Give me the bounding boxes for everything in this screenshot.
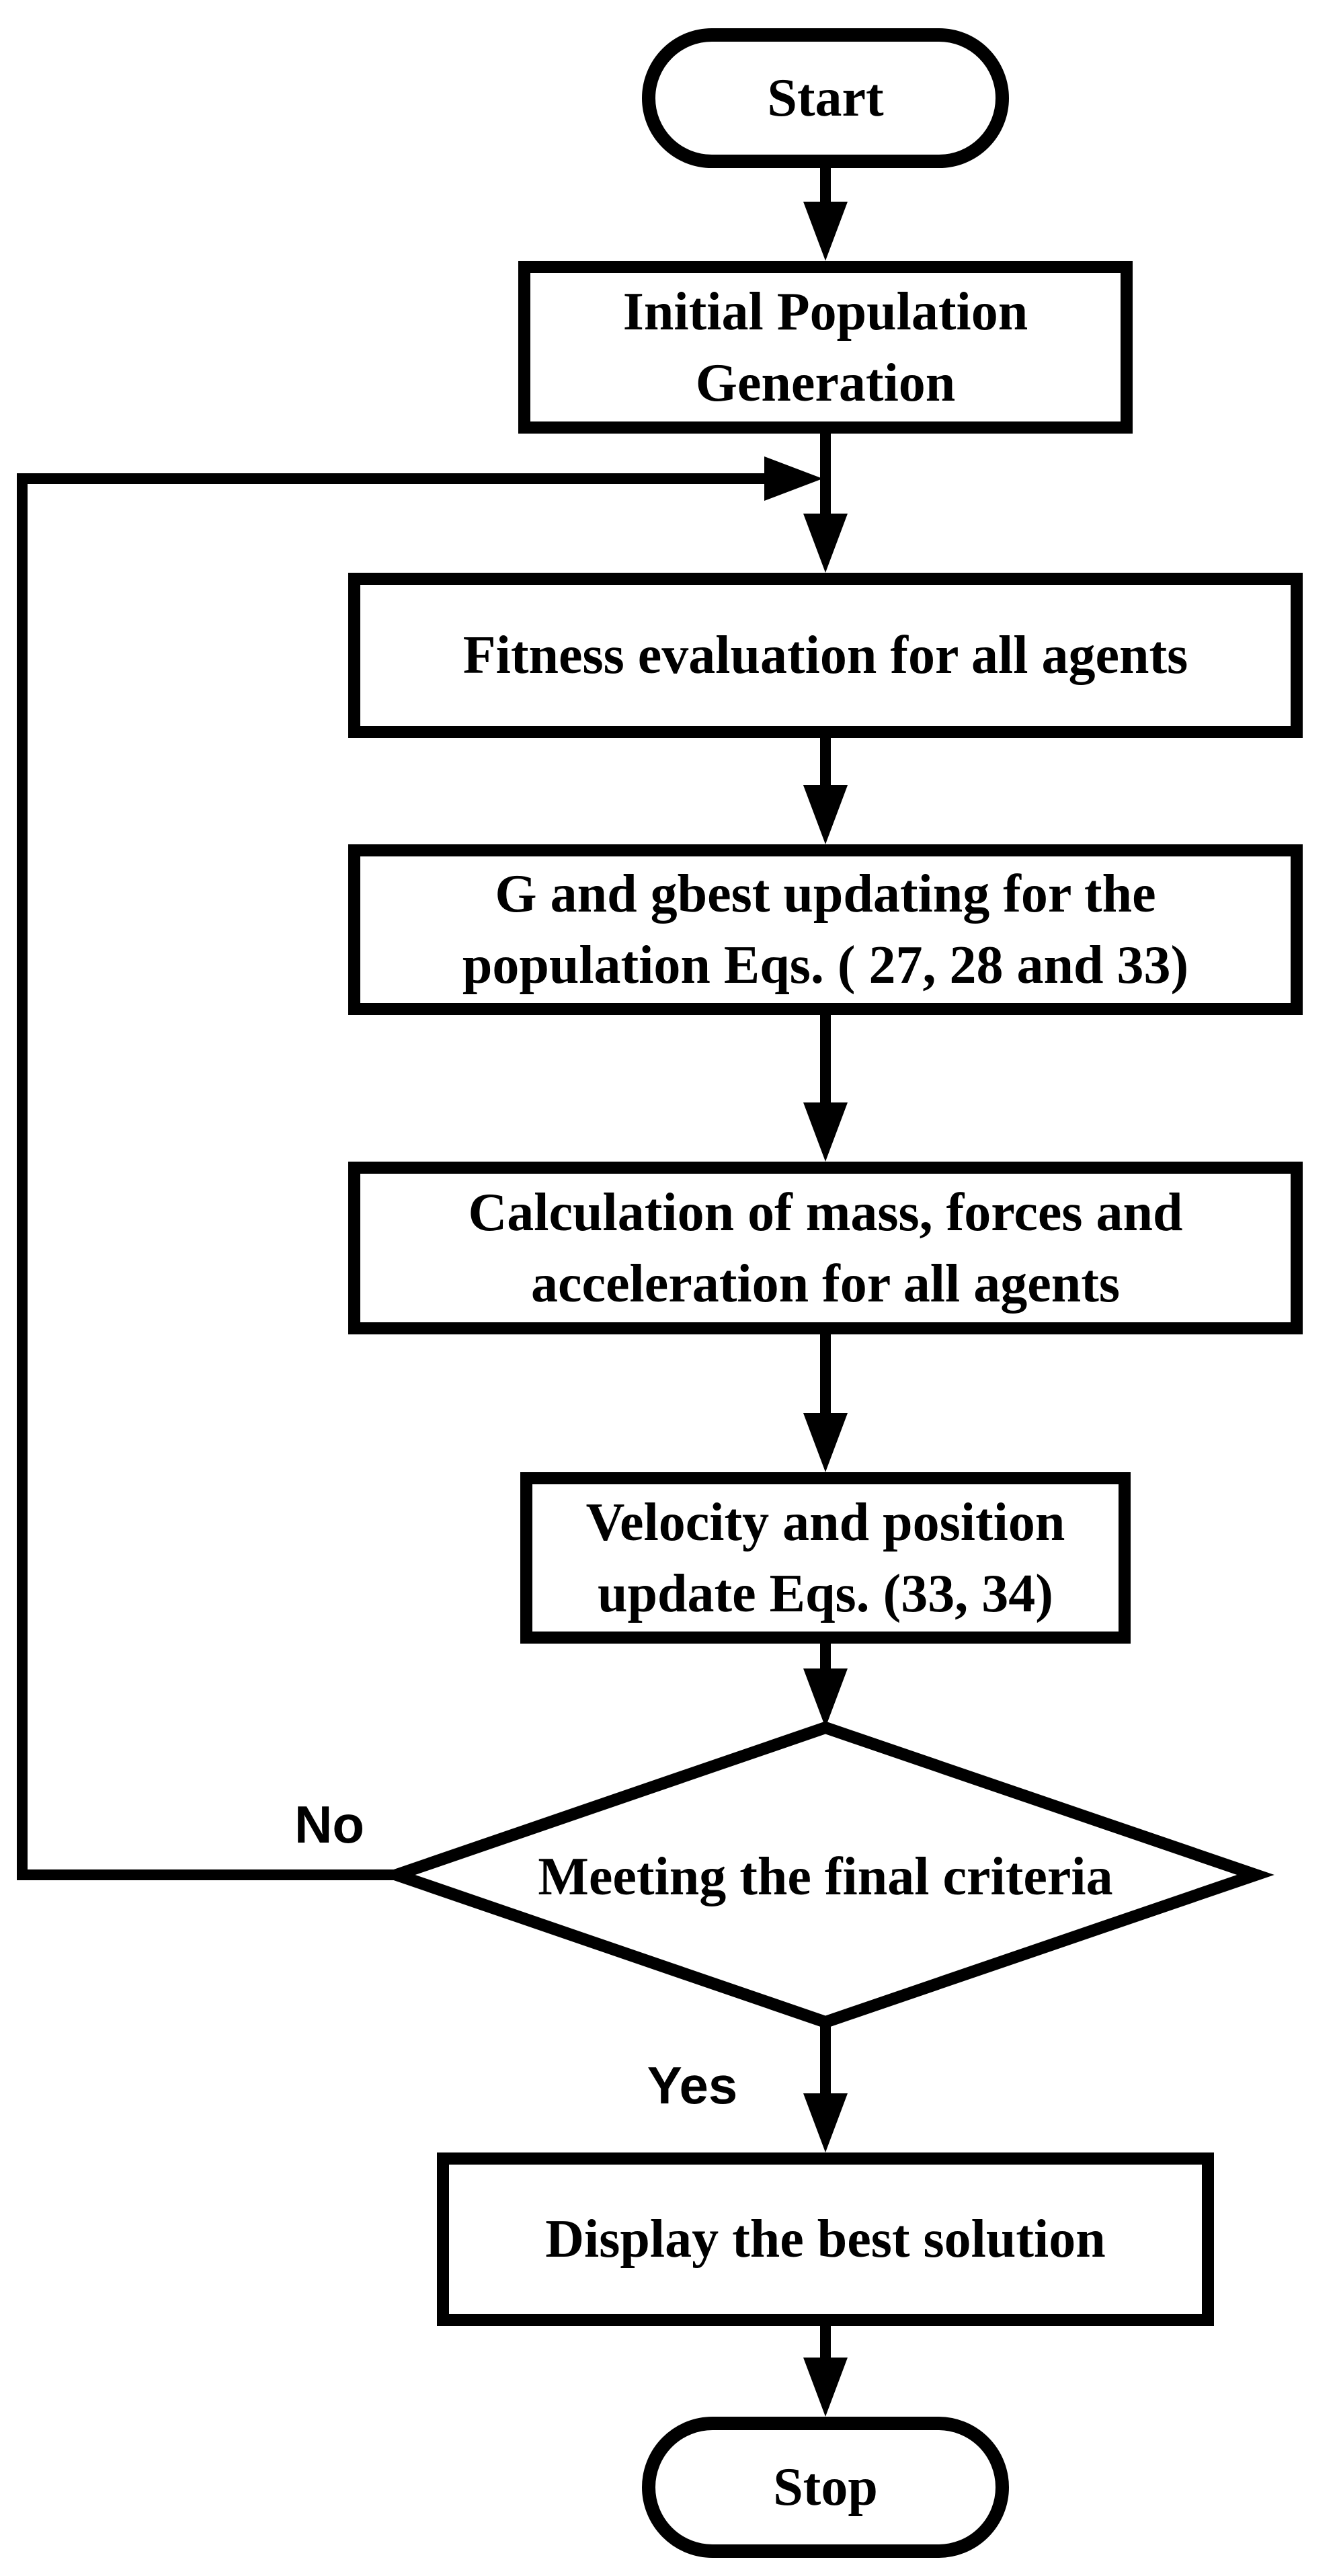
node-fitness-evaluation: Fitness evaluation for all agents [348, 573, 1303, 738]
arrowhead-calculation-velocity [803, 1413, 848, 1472]
node-calculation-line2: acceleration for all agents [530, 1254, 1121, 1314]
node-gbest-updating-line1: G and gbest updating for the [495, 864, 1156, 924]
branch-label-no: No [294, 1794, 364, 1854]
node-calculation-line1: Calculation of mass, forces and [468, 1182, 1183, 1242]
arrowhead-initial-fitness [803, 514, 848, 573]
node-velocity-update-line2: update Eqs. (33, 34) [598, 1564, 1053, 1623]
node-velocity-update-line1: Velocity and position [585, 1492, 1065, 1552]
node-start: Start [642, 28, 1009, 168]
node-gbest-updating-line2: population Eqs. ( 27, 28 and 33) [462, 936, 1189, 995]
node-initial-population-line2: Generation [695, 353, 956, 413]
node-stop: Stop [642, 2417, 1009, 2558]
edge-calculation-velocity [803, 1334, 848, 1472]
branch-label-yes: Yes [647, 2055, 738, 2115]
edge-start-initial [803, 168, 848, 261]
edge-no-loop [17, 456, 823, 1880]
node-velocity-update: Velocity and position update Eqs. (33, 3… [520, 1472, 1131, 1644]
edge-velocity-decision [803, 1644, 848, 1728]
node-fitness-evaluation-line1: Fitness evaluation for all agents [462, 626, 1188, 685]
node-calculation: Calculation of mass, forces and accelera… [348, 1162, 1303, 1334]
arrowhead-gbest-calculation [803, 1102, 848, 1162]
arrowhead-start-initial [803, 202, 848, 261]
arrowhead-display-stop [803, 2358, 848, 2417]
node-display-solution: Display the best solution [437, 2152, 1214, 2326]
node-decision-label: Meeting the final criteria [538, 1847, 1113, 1906]
node-initial-population-line1: Initial Population [622, 282, 1028, 341]
edge-gbest-calculation [803, 1015, 848, 1162]
edge-initial-fitness [803, 434, 848, 573]
edge-fitness-gbest [803, 738, 848, 844]
node-display-solution-line1: Display the best solution [545, 2210, 1106, 2269]
arrowhead-fitness-gbest [803, 785, 848, 844]
arrowhead-no-loop [764, 456, 823, 501]
arrowhead-decision-display [803, 2093, 848, 2152]
decision-diamond-shape [378, 1721, 1274, 2029]
edge-display-stop [803, 2326, 848, 2417]
node-initial-population: Initial Population Generation [518, 261, 1133, 434]
node-start-label: Start [767, 69, 884, 128]
node-stop-label: Stop [773, 2458, 878, 2517]
arrowhead-velocity-decision [803, 1668, 848, 1728]
node-gbest-updating: G and gbest updating for the population … [348, 844, 1303, 1015]
edge-decision-display [803, 2022, 848, 2152]
